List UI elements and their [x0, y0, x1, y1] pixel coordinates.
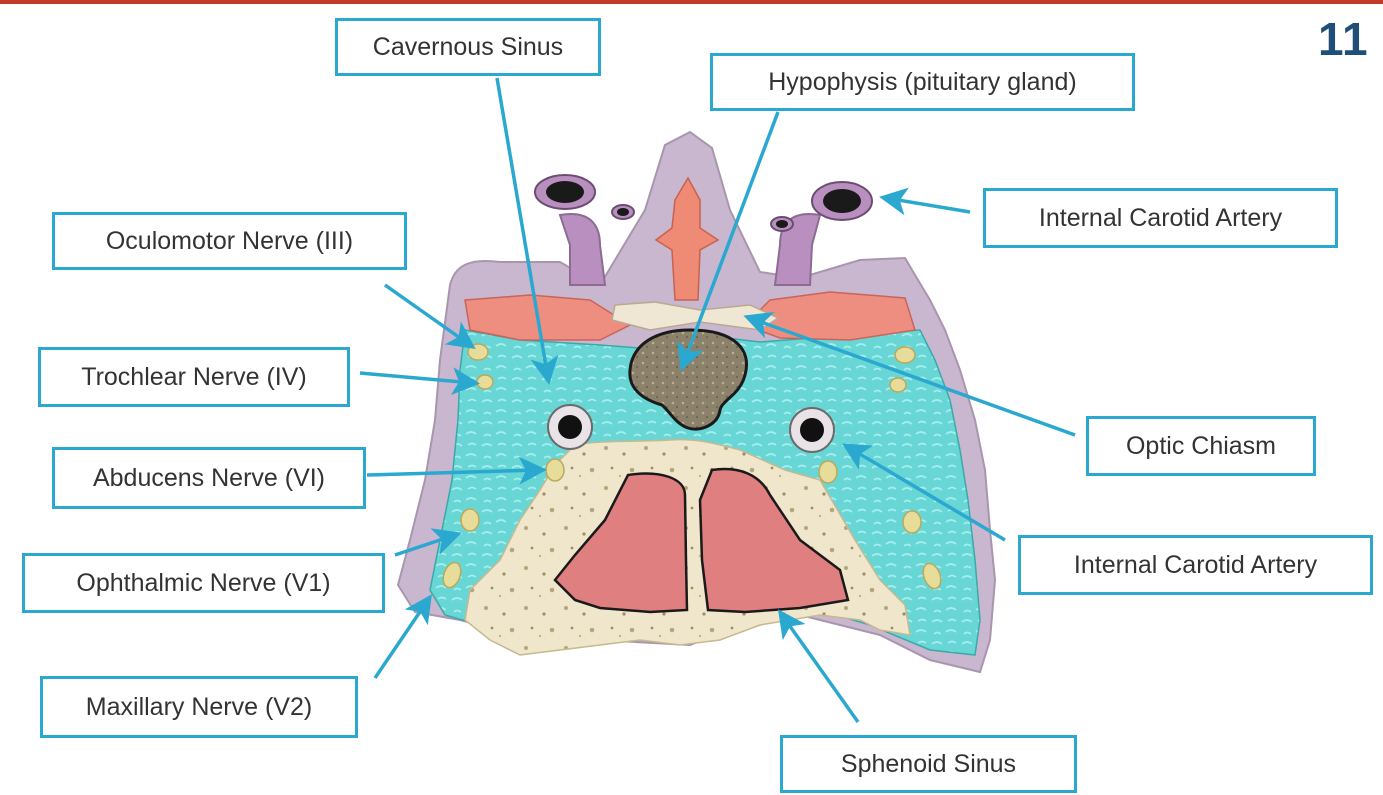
label-abducens-nerve: Abducens Nerve (VI) [52, 447, 366, 509]
label-internal-carotid-lower: Internal Carotid Artery [1018, 535, 1373, 595]
label-ophthalmic-nerve: Ophthalmic Nerve (V1) [22, 553, 385, 613]
label-oculomotor-nerve: Oculomotor Nerve (III) [52, 212, 407, 270]
label-optic-chiasm: Optic Chiasm [1086, 416, 1316, 476]
internal-carotid-right [790, 408, 834, 452]
label-internal-carotid-upper: Internal Carotid Artery [983, 188, 1338, 248]
label-sphenoid-sinus: Sphenoid Sinus [780, 735, 1077, 793]
label-maxillary-nerve: Maxillary Nerve (V2) [40, 676, 358, 738]
label-cavernous-sinus: Cavernous Sinus [335, 18, 601, 76]
label-trochlear-nerve: Trochlear Nerve (IV) [38, 347, 350, 407]
label-hypophysis: Hypophysis (pituitary gland) [710, 53, 1135, 111]
internal-carotid-left [548, 405, 592, 449]
